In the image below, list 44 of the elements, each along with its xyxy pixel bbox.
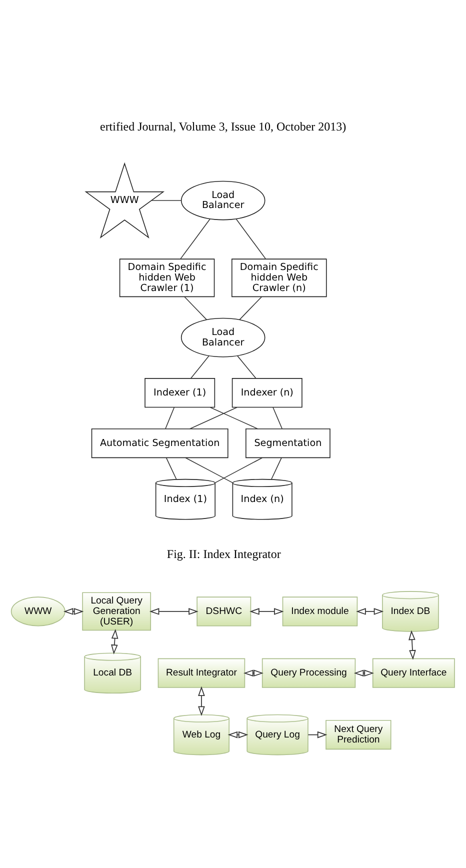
arrow (111, 628, 118, 654)
node-box: Domain Spedific hidden Web Crawler (1) (119, 258, 215, 298)
connector (214, 457, 262, 484)
arrow (228, 731, 248, 738)
arrow (149, 608, 198, 615)
connector (189, 406, 238, 430)
connector (239, 296, 262, 320)
node-box: Local Query Generation (USER) (82, 592, 152, 631)
connector (180, 218, 210, 260)
node-box: Index module (282, 596, 358, 626)
node-ellipse: WWW (10, 596, 66, 626)
label: Fig. II: Index Integrator (166, 547, 281, 562)
arrow (63, 608, 84, 615)
arrow (354, 670, 374, 677)
arrow (356, 608, 384, 615)
arrow (250, 608, 284, 615)
connector (166, 457, 177, 480)
node-ellipse: Load Balancer (180, 318, 266, 358)
arrow (244, 670, 264, 677)
node-box: Indexer (1) (144, 378, 216, 408)
node-ellipse: Load Balancer (180, 180, 266, 220)
node-box: Query Interface (372, 658, 455, 688)
node-box: Automatic Segmentation (91, 428, 228, 458)
connector (236, 218, 266, 260)
node-box: Domain Spedific hidden Web Crawler (n) (232, 258, 327, 298)
node-box: Segmentation (246, 428, 330, 458)
connector (190, 356, 210, 379)
arrow (308, 731, 328, 738)
connector (237, 356, 256, 379)
connector (185, 457, 233, 484)
connector (271, 457, 282, 480)
label: ertified Journal, Volume 3, Issue 10, October 2013) (100, 119, 346, 134)
connector (151, 200, 182, 201)
node-box: Result Integrator (158, 658, 246, 688)
node-box: Indexer (n) (232, 378, 302, 408)
connector (165, 407, 175, 430)
node-box: DSHWC (196, 596, 252, 626)
connector (210, 406, 258, 430)
arrow (408, 630, 416, 660)
connector (272, 407, 282, 430)
node-box: Query Processing (262, 658, 356, 688)
node-box: Next Query Prediction (326, 720, 392, 750)
arrow (198, 686, 205, 716)
connector (184, 296, 208, 320)
